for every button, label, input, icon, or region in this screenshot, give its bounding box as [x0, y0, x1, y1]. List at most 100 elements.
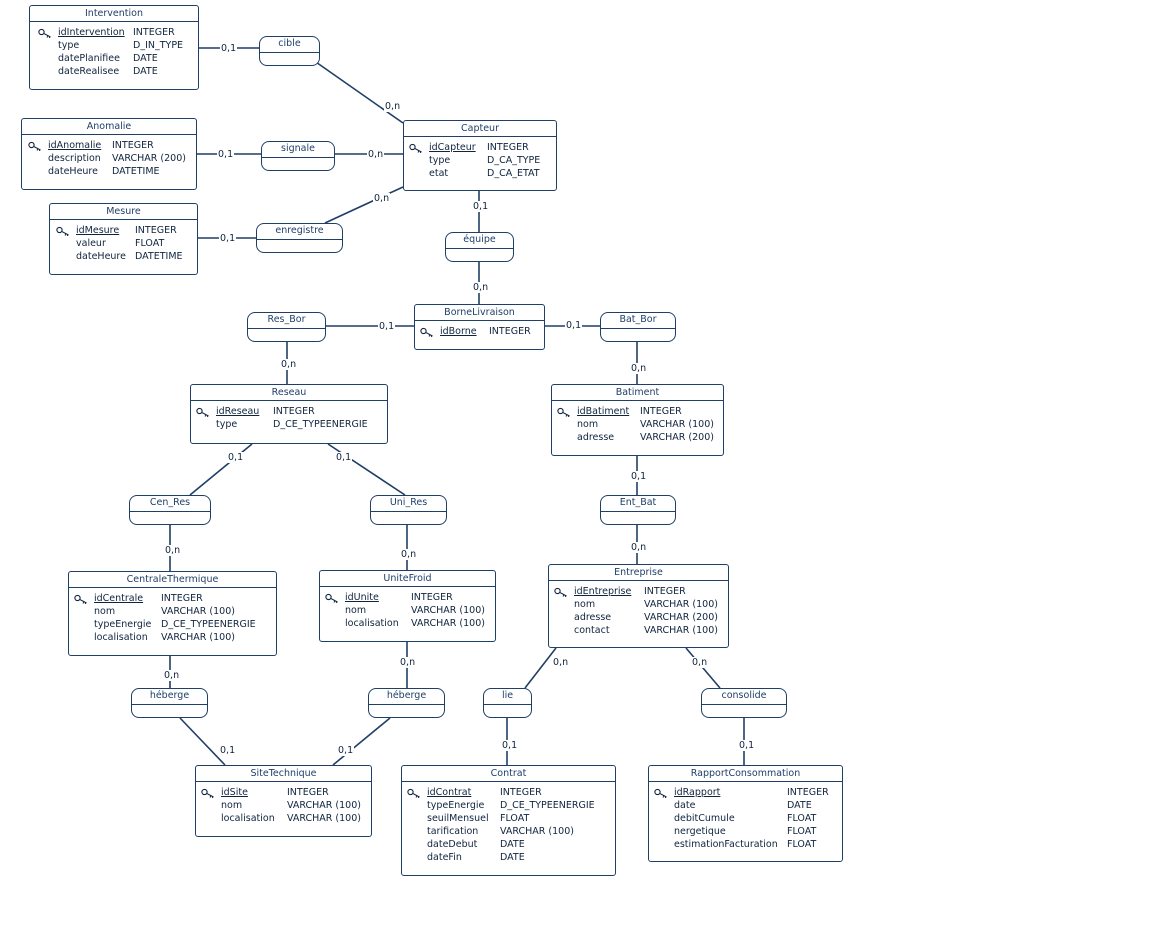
primary-key-name: idReseau — [216, 406, 260, 417]
primary-key-icon — [409, 143, 422, 153]
attribute-type: VARCHAR (100) — [161, 632, 235, 643]
attribute-name: description — [48, 153, 101, 164]
attribute-name: date — [674, 800, 696, 811]
entity-title: Batiment — [552, 385, 723, 401]
association-signale[interactable]: signale — [261, 141, 335, 171]
association-enregistre[interactable]: enregistre — [256, 223, 343, 253]
association-uni_res[interactable]: Uni_Res — [370, 495, 447, 525]
primary-key-name: idIntervention — [58, 27, 125, 38]
entity-title: SiteTechnique — [196, 766, 371, 782]
cardinality-label: 0,1 — [630, 471, 648, 482]
primary-key-icon — [554, 587, 567, 597]
attribute-type: FLOAT — [787, 826, 817, 837]
association-consolide[interactable]: consolide — [701, 688, 787, 718]
attribute-type: D_CE_TYPEENERGIE — [161, 619, 256, 630]
primary-key-name: idMesure — [76, 225, 120, 236]
association-lie[interactable]: lie — [483, 688, 532, 718]
attribute-type: FLOAT — [135, 238, 165, 249]
cardinality-label: 0,1 — [565, 320, 583, 331]
attribute-row: idAnomalie INTEGER — [22, 139, 196, 152]
cardinality-label: 0,n — [552, 657, 570, 668]
cardinality-label: 0,n — [400, 549, 418, 560]
attribute-name: nom — [574, 599, 596, 610]
attribute-type: INTEGER — [487, 142, 529, 153]
primary-key-name: idAnomalie — [48, 140, 102, 151]
attribute-row: estimationFacturation FLOAT — [649, 838, 842, 851]
association-divider — [601, 328, 675, 329]
cardinality-label: 0,n — [630, 363, 648, 374]
association-equipe[interactable]: équipe — [445, 232, 514, 262]
attribute-name: nergetique — [674, 826, 726, 837]
attribute-type: D_CA_ETAT — [487, 168, 540, 179]
association-divider — [132, 704, 207, 705]
attribute-name: tarification — [427, 826, 479, 837]
association-cen_res[interactable]: Cen_Res — [129, 495, 211, 525]
association-divider — [369, 704, 444, 705]
relationship-line — [324, 186, 404, 224]
association-divider — [371, 511, 446, 512]
association-cible[interactable]: cible — [259, 36, 320, 66]
cardinality-label: 0,n — [367, 149, 385, 160]
entity-title: Entreprise — [549, 565, 728, 581]
attribute-name: dateDebut — [427, 839, 478, 850]
cardinality-label: 0,n — [373, 193, 391, 204]
primary-key-name: idCentrale — [94, 593, 144, 604]
attribute-name: nom — [221, 800, 243, 811]
association-label: Res_Bor — [267, 314, 306, 325]
attribute-type: INTEGER — [112, 140, 154, 151]
attribute-type: VARCHAR (100) — [411, 605, 485, 616]
attribute-name: debitCumule — [674, 813, 735, 824]
primary-key-name: idSite — [221, 787, 248, 798]
cardinality-label: 0,n — [164, 545, 182, 556]
cardinality-label: 0,n — [163, 670, 181, 681]
attribute-name: estimationFacturation — [674, 839, 778, 850]
attribute-type: VARCHAR (100) — [161, 606, 235, 617]
cardinality-label: 0,1 — [501, 740, 519, 751]
association-heberge2[interactable]: héberge — [368, 688, 445, 718]
attribute-name: nom — [94, 606, 116, 617]
attribute-name: typeEnergie — [94, 619, 152, 630]
association-heberge1[interactable]: héberge — [131, 688, 208, 718]
primary-key-icon — [201, 788, 214, 798]
attribute-name: etat — [429, 168, 449, 179]
attribute-type: D_CA_TYPE — [487, 155, 541, 166]
primary-key-icon — [654, 788, 667, 798]
association-divider — [130, 511, 210, 512]
association-divider — [446, 248, 513, 249]
association-ent_bat[interactable]: Ent_Bat — [600, 495, 676, 525]
association-bat_bor[interactable]: Bat_Bor — [600, 312, 676, 342]
primary-key-icon — [74, 594, 87, 604]
attribute-type: FLOAT — [787, 839, 817, 850]
cardinality-label: 0,1 — [227, 452, 245, 463]
entity-title: BorneLivraison — [415, 305, 544, 321]
cardinality-label: 0,n — [472, 282, 490, 293]
association-label: équipe — [463, 234, 496, 245]
attribute-type: DATETIME — [112, 166, 160, 177]
primary-key-icon — [28, 141, 41, 151]
association-res_bor[interactable]: Res_Bor — [247, 312, 326, 342]
cardinality-label: 0,1 — [219, 745, 237, 756]
primary-key-icon — [38, 28, 51, 38]
